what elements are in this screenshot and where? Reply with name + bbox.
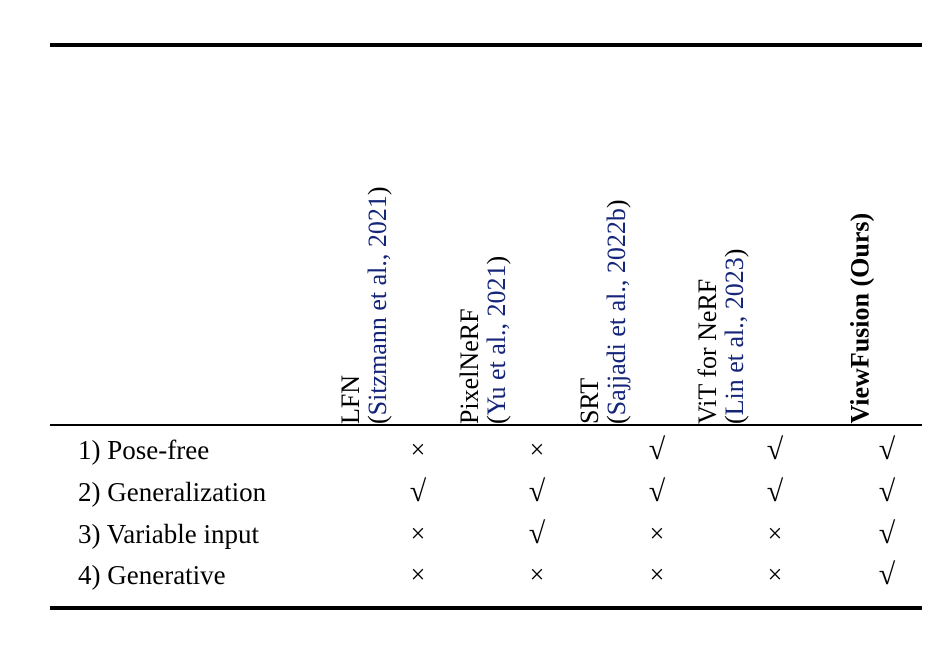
table-row: 4) Generative × × × × √ (0, 557, 946, 599)
table-cell-mark: × (410, 435, 426, 464)
column-header-citation[interactable]: (Lin et al., 2023) (719, 248, 749, 424)
table-cell-mark: √ (648, 475, 666, 508)
column-header-name: PixelNeRF (454, 308, 484, 424)
table-cell-mark: √ (528, 517, 546, 550)
column-header-name: LFN (335, 374, 365, 424)
column-header-rotated-text: PixelNeRF(Yu et al., 2021) (454, 255, 511, 424)
row-label: 3) Variable input (78, 519, 259, 549)
column-header-citation[interactable]: (Sajjadi et al., 2022b) (601, 199, 631, 424)
table-cell-mark: √ (766, 475, 784, 508)
table-cell-mark: × (649, 560, 665, 589)
table-cell-mark: × (410, 560, 426, 589)
row-label: 4) Generative (78, 560, 226, 590)
table-cell-mark: × (529, 560, 545, 589)
table-column-headers: LFN(Sitzmann et al., 2021) PixelNeRF(Yu e… (0, 47, 946, 424)
column-header-name: ViT for NeRF (692, 278, 722, 424)
table-row: 2) Generalization √ √ √ √ √ (0, 474, 946, 516)
column-header-name: ViewFusion (Ours) (845, 213, 875, 424)
table-top-rule (50, 43, 922, 47)
table-bottom-rule (50, 606, 922, 610)
table-body: 1) Pose-free××√√√2) Generalization√√√√√3… (0, 426, 946, 606)
column-header-rotated-text: ViT for NeRF(Lin et al., 2023) (692, 248, 749, 424)
table-row: 3) Variable input × √ × × √ (0, 516, 946, 558)
table-cell-mark: √ (878, 517, 896, 550)
table-cell-mark: × (410, 519, 426, 548)
table-cell-mark: × (767, 519, 783, 548)
table-mid-rule (50, 424, 922, 426)
column-header-citation[interactable]: (Yu et al., 2021) (481, 255, 511, 424)
table-cell-mark: × (649, 519, 665, 548)
column-header-citation[interactable]: (Sitzmann et al., 2021) (362, 186, 392, 424)
column-header-rotated-text: SRT(Sajjadi et al., 2022b) (574, 199, 631, 424)
column-header-rotated-text: ViewFusion (Ours) (845, 213, 875, 424)
table-cell-mark: × (529, 435, 545, 464)
column-header-name: SRT (574, 377, 604, 424)
table-cell-mark: √ (878, 475, 896, 508)
table-cell-mark: √ (648, 433, 666, 466)
table-cell-mark: √ (528, 475, 546, 508)
column-header-rotated-text: LFN(Sitzmann et al., 2021) (335, 186, 392, 424)
row-label: 1) Pose-free (78, 435, 210, 465)
table-cell-mark: √ (878, 433, 896, 466)
table-row: 1) Pose-free × × √ √ √ (0, 432, 946, 474)
table-cell-mark: × (767, 560, 783, 589)
table-cell-mark: √ (878, 558, 896, 591)
row-label: 2) Generalization (78, 477, 267, 507)
table-cell-mark: √ (409, 475, 427, 508)
table-cell-mark: √ (766, 433, 784, 466)
